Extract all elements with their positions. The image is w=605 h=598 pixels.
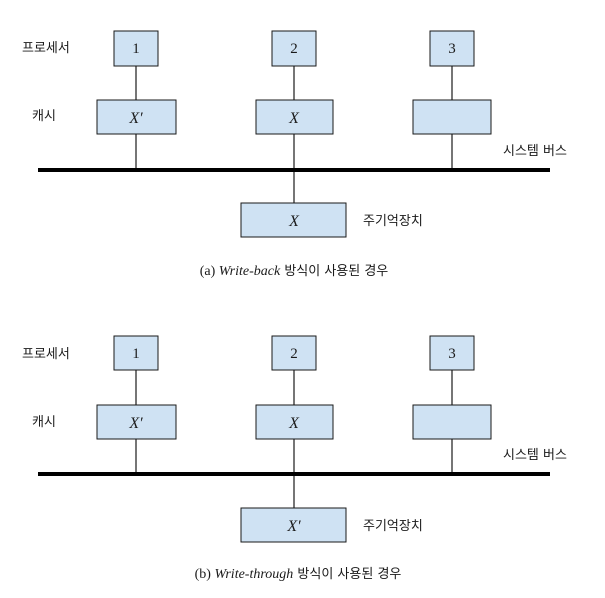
- main-memory-value: X′: [286, 518, 301, 535]
- cache-3-box: [412, 404, 492, 440]
- main-memory-label: 주기억장치: [363, 519, 423, 534]
- cache-3-box: [412, 99, 492, 135]
- cache-1-box: X′: [96, 404, 177, 440]
- processor-2-box: 2: [271, 335, 317, 371]
- processor-2-number: 2: [290, 346, 298, 362]
- caption-a: (a) Write-back 방식이 사용된 경우: [200, 264, 389, 279]
- panel-b: 프로세서 캐시 시스템 버스 1 2 3 X′ X: [22, 335, 567, 582]
- system-bus-label: 시스템 버스: [503, 448, 567, 463]
- processor-1-number: 1: [132, 346, 140, 362]
- processor-label: 프로세서: [22, 347, 70, 362]
- processor-3-number: 3: [448, 346, 456, 362]
- cache-label: 캐시: [32, 109, 56, 124]
- main-memory-value: X: [288, 213, 300, 230]
- processor-3-box: 3: [429, 335, 475, 371]
- caption-b: (b) Write-through 방식이 사용된 경우: [195, 567, 402, 582]
- processor-label: 프로세서: [22, 41, 70, 56]
- main-memory-label: 주기억장치: [363, 214, 423, 229]
- cache-1-box: X′: [96, 99, 177, 135]
- processor-1-box: 1: [113, 335, 159, 371]
- cache-label: 캐시: [32, 415, 56, 430]
- cache-1-value: X′: [128, 110, 143, 127]
- processor-2-number: 2: [290, 41, 298, 57]
- panel-a: 프로세서 캐시 시스템 버스 1 2 3 X′: [22, 30, 567, 279]
- cache-2-value: X: [288, 415, 300, 432]
- processor-3-number: 3: [448, 41, 456, 57]
- processor-1-box: 1: [113, 30, 159, 67]
- main-memory-box: X: [240, 202, 347, 238]
- system-bus-label: 시스템 버스: [503, 144, 567, 159]
- processor-3-box: 3: [429, 30, 475, 67]
- main-memory-box: X′: [240, 507, 347, 543]
- cache-2-value: X: [288, 110, 300, 127]
- processor-1-number: 1: [132, 41, 140, 57]
- cache-2-box: X: [255, 99, 334, 135]
- processor-2-box: 2: [271, 30, 317, 67]
- cache-1-value: X′: [128, 415, 143, 432]
- cache-2-box: X: [255, 404, 334, 440]
